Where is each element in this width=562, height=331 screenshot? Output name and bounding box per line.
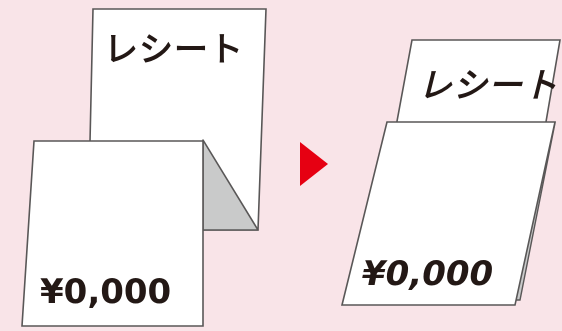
after-receipt (340, 39, 561, 306)
folded-front-sheet (340, 121, 556, 306)
before-receipt-amount: ¥0,000 (40, 272, 172, 312)
receipt-lower-flap (21, 140, 204, 327)
triangle-right-arrow-icon (300, 142, 328, 186)
after-receipt-amount: ¥0,000 (362, 254, 494, 294)
before-receipt-title: レシート (104, 30, 244, 70)
after-receipt-title: レシート (418, 66, 558, 106)
before-receipt (21, 8, 267, 327)
